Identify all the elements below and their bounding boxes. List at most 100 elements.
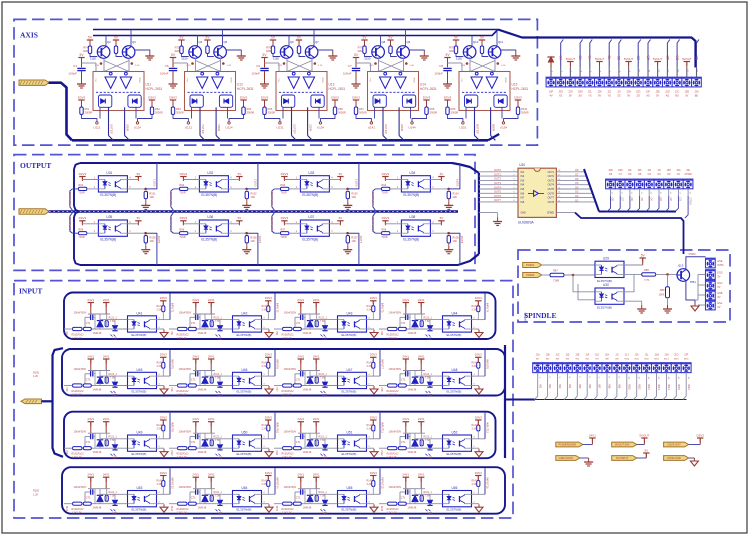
svg-text:3000R: 3000R bbox=[155, 111, 163, 115]
svg-text:INPUT5: INPUT5 bbox=[171, 359, 175, 369]
svg-text:5V-INPUT: 5V-INPUT bbox=[616, 456, 628, 460]
svg-text:5V: 5V bbox=[446, 53, 451, 57]
svg-text:R141: R141 bbox=[367, 305, 373, 308]
svg-text:O6: O6 bbox=[575, 178, 579, 181]
svg-text:5V: 5V bbox=[627, 95, 630, 98]
svg-text:R101R102: R101R102 bbox=[177, 453, 190, 456]
svg-text:Q3: Q3 bbox=[132, 40, 136, 44]
svg-text:D3V3: D3V3 bbox=[475, 471, 482, 475]
svg-text:R121_1: R121_1 bbox=[109, 317, 118, 320]
svg-text:INPUT9: INPUT9 bbox=[171, 422, 175, 432]
svg-text:J3F: J3F bbox=[686, 169, 691, 172]
svg-text:1N4148: 1N4148 bbox=[303, 389, 312, 392]
svg-text:7.5K: 7.5K bbox=[320, 320, 325, 323]
svg-text:5VOUT: 5VOUT bbox=[682, 57, 692, 61]
svg-text:R88: R88 bbox=[644, 268, 649, 272]
svg-text:24V1: 24V1 bbox=[192, 354, 199, 358]
svg-text:LED: LED bbox=[218, 338, 223, 341]
svg-text:5VOUT: 5VOUT bbox=[566, 57, 576, 61]
svg-text:R101R102: R101R102 bbox=[387, 453, 400, 456]
svg-text:J2E: J2E bbox=[655, 90, 660, 93]
svg-text:5V: 5V bbox=[641, 253, 646, 257]
svg-text:1N4148: 1N4148 bbox=[93, 507, 102, 510]
svg-text:1-15: 1-15 bbox=[186, 65, 191, 67]
svg-text:R103: R103 bbox=[351, 191, 358, 195]
svg-text:3: 3 bbox=[230, 231, 232, 233]
svg-text:U50: U50 bbox=[242, 431, 248, 435]
svg-text:YD: YD bbox=[607, 95, 611, 98]
svg-text:J1G: J1G bbox=[595, 354, 600, 357]
svg-text:4: 4 bbox=[368, 437, 370, 439]
svg-text:ZSTEP: ZSTEP bbox=[292, 124, 296, 134]
svg-text:R121_1: R121_1 bbox=[214, 436, 223, 439]
svg-text:IN10: IN10 bbox=[170, 450, 173, 456]
svg-text:16: 16 bbox=[697, 69, 699, 72]
svg-text:4: 4 bbox=[263, 437, 265, 439]
svg-text:O2: O2 bbox=[669, 198, 672, 202]
svg-text:D3V3: D3V3 bbox=[240, 95, 248, 99]
svg-text:ADIR: ADIR bbox=[400, 124, 404, 132]
svg-text:EL357N(B): EL357N(B) bbox=[597, 306, 612, 310]
svg-text:LED: LED bbox=[113, 457, 118, 460]
svg-text:IN4: IN4 bbox=[568, 384, 572, 389]
svg-text:1.2K1.2K: 1.2K1.2K bbox=[282, 456, 293, 459]
svg-text:100nF/50V: 100nF/50V bbox=[74, 485, 87, 489]
svg-text:YS: YS bbox=[588, 55, 592, 60]
svg-text:R102: R102 bbox=[250, 191, 257, 195]
svg-text:R141: R141 bbox=[157, 480, 163, 483]
svg-text:IN13: IN13 bbox=[654, 359, 659, 361]
svg-text:IN9: IN9 bbox=[618, 384, 622, 389]
svg-text:1: 1 bbox=[94, 178, 96, 180]
svg-text:LED: LED bbox=[113, 394, 118, 397]
svg-text:U41: U41 bbox=[137, 311, 143, 315]
svg-text:OUT0: OUT0 bbox=[494, 168, 501, 172]
svg-text:EL357N(B): EL357N(B) bbox=[403, 193, 419, 197]
svg-text:U55: U55 bbox=[347, 486, 353, 490]
svg-text:5V: 5V bbox=[718, 296, 721, 299]
svg-text:U46: U46 bbox=[242, 368, 248, 372]
svg-text:R101R102: R101R102 bbox=[72, 508, 85, 511]
svg-text:D3V3: D3V3 bbox=[370, 471, 377, 475]
svg-text:24V1: 24V1 bbox=[103, 354, 110, 358]
svg-text:3.3K: 3.3K bbox=[157, 428, 162, 431]
svg-text:3: 3 bbox=[129, 231, 131, 233]
svg-text:EL357N(B): EL357N(B) bbox=[100, 193, 116, 197]
svg-text:1.2K1.2K: 1.2K1.2K bbox=[72, 512, 83, 515]
svg-text:OUT8: OUT8 bbox=[460, 236, 464, 244]
svg-text:10: 10 bbox=[639, 69, 641, 72]
svg-text:LED: LED bbox=[428, 512, 433, 515]
svg-text:U131: U131 bbox=[276, 126, 284, 130]
svg-text:U44: U44 bbox=[452, 311, 458, 315]
svg-text:U11: U11 bbox=[146, 83, 152, 87]
svg-text:C71: C71 bbox=[296, 440, 301, 444]
svg-text:EL357N(B): EL357N(B) bbox=[237, 333, 252, 337]
svg-text:J3H: J3H bbox=[667, 169, 672, 172]
svg-text:24V1: 24V1 bbox=[418, 473, 425, 477]
svg-text:3: 3 bbox=[368, 502, 370, 504]
svg-text:14: 14 bbox=[558, 187, 561, 189]
svg-text:3000R: 3000R bbox=[521, 111, 529, 115]
svg-text:1-16: 1-16 bbox=[501, 65, 506, 67]
svg-text:1N4148: 1N4148 bbox=[198, 507, 207, 510]
svg-text:PWM1: PWM1 bbox=[526, 263, 535, 267]
svg-text:U29: U29 bbox=[603, 257, 609, 261]
svg-text:18: 18 bbox=[558, 170, 561, 172]
svg-text:1.2K1.2K: 1.2K1.2K bbox=[177, 512, 188, 515]
svg-text:1: 1 bbox=[195, 178, 197, 180]
svg-text:Q8: Q8 bbox=[382, 40, 386, 44]
svg-text:IN13: IN13 bbox=[657, 384, 661, 390]
svg-text:3150: 3150 bbox=[364, 57, 371, 61]
svg-text:EL357N(B): EL357N(B) bbox=[237, 389, 252, 393]
svg-text:62R: 62R bbox=[83, 49, 88, 53]
svg-text:O4: O4 bbox=[650, 198, 653, 202]
svg-text:Vcc: Vcc bbox=[462, 77, 464, 82]
svg-text:1.2K1.2K: 1.2K1.2K bbox=[282, 512, 293, 515]
svg-text:24V1: 24V1 bbox=[87, 417, 94, 421]
svg-text:R92: R92 bbox=[179, 183, 184, 187]
svg-text:IN6: IN6 bbox=[170, 388, 173, 393]
svg-text:IN15: IN15 bbox=[674, 359, 679, 361]
svg-text:XS: XS bbox=[559, 55, 563, 60]
svg-text:4: 4 bbox=[473, 374, 475, 376]
svg-text:4V: 4V bbox=[549, 95, 552, 98]
svg-text:INPUT11: INPUT11 bbox=[381, 422, 385, 433]
